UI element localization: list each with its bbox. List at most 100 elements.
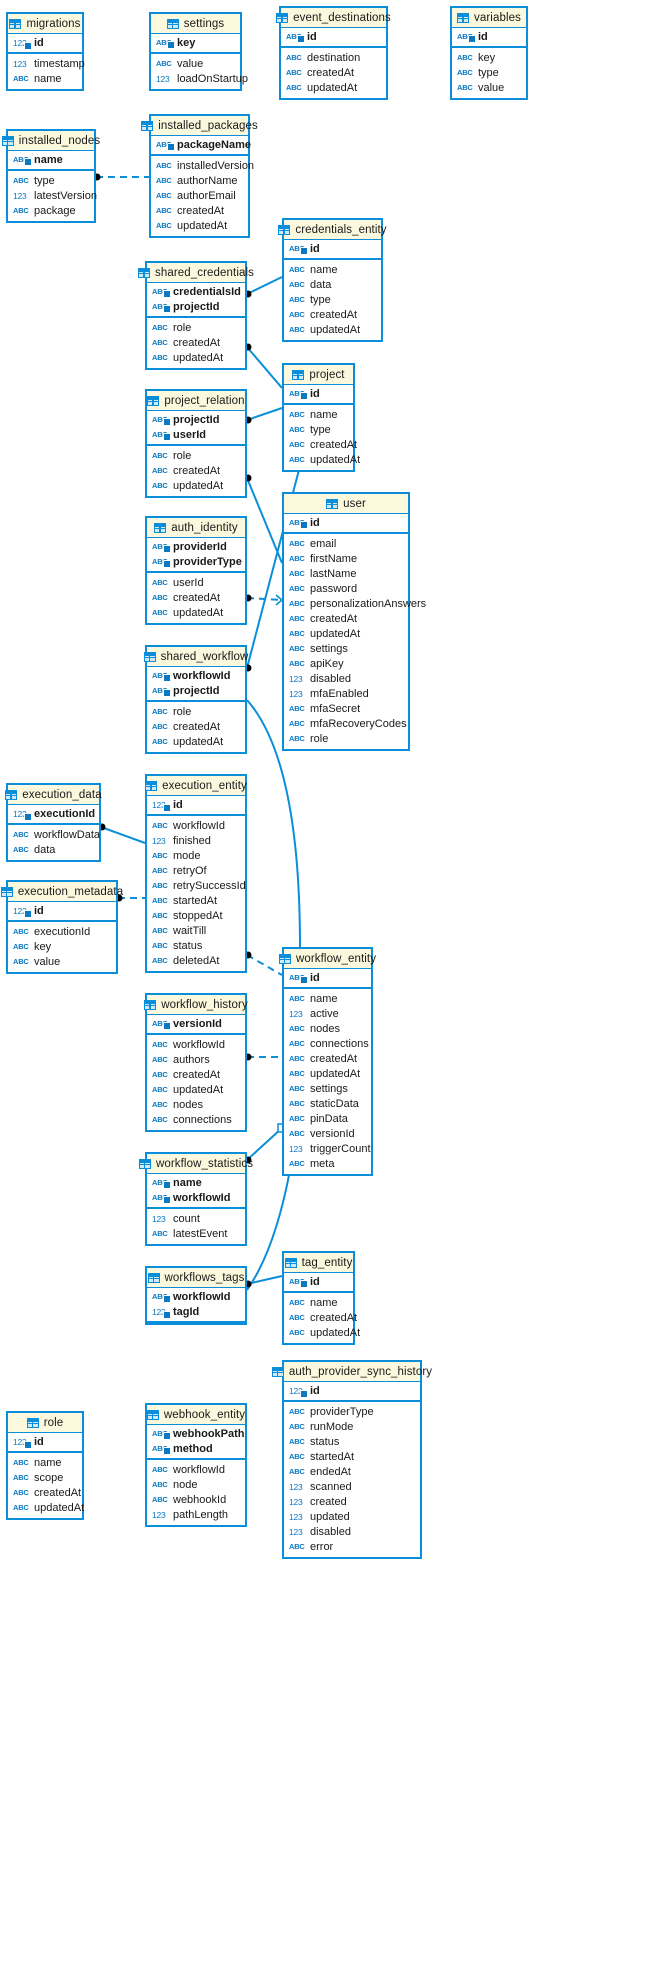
table-header[interactable]: user	[284, 494, 408, 514]
table-header[interactable]: execution_data	[5, 785, 102, 805]
table-header[interactable]: event_destinations	[276, 8, 391, 28]
table-header[interactable]: migrations	[8, 14, 82, 34]
table-header[interactable]: tag_entity	[284, 1253, 353, 1273]
table-header[interactable]: variables	[452, 8, 526, 28]
table-header[interactable]: credentials_entity	[278, 220, 387, 240]
table-header[interactable]: auth_provider_sync_history	[271, 1362, 432, 1382]
table-header[interactable]: execution_entity	[145, 776, 247, 796]
table-header[interactable]: workflow_entity	[278, 949, 376, 969]
table-header[interactable]: shared_workflow	[143, 647, 248, 667]
table-header[interactable]: role	[8, 1413, 82, 1433]
